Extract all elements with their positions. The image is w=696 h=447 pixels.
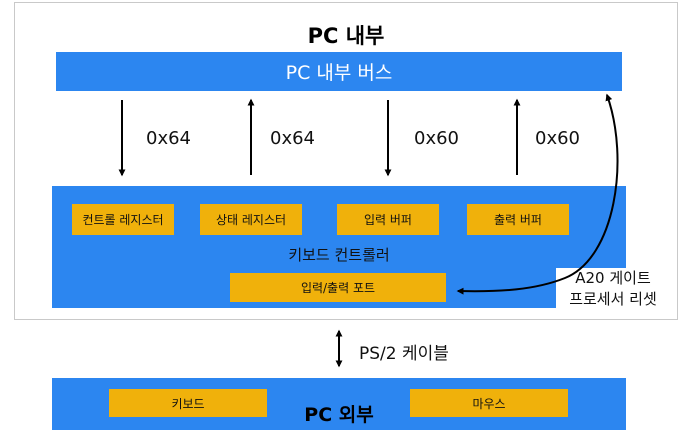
port-label-0x64-down: 0x64 bbox=[146, 128, 192, 149]
keyboard-device: 키보드 bbox=[109, 389, 267, 417]
pc-internal-bus: PC 내부 버스 bbox=[56, 52, 622, 91]
status-register-label: 상태 레지스터 bbox=[215, 213, 287, 227]
pc-internal-title: PC 내부 bbox=[307, 24, 385, 48]
control-register-label: 컨트롤 레지스터 bbox=[82, 213, 164, 227]
io-port: 입력/출력 포트 bbox=[230, 273, 446, 302]
keyboard-device-label: 키보드 bbox=[171, 396, 205, 411]
port-label-0x60-down: 0x60 bbox=[414, 128, 460, 149]
mouse-device: 마우스 bbox=[410, 389, 568, 417]
io-port-label: 입력/출력 포트 bbox=[300, 281, 376, 295]
input-buffer-label: 입력 버퍼 bbox=[364, 213, 412, 227]
keyboard-controller-label: 키보드 컨트롤러 bbox=[288, 246, 390, 264]
pc-internal-bus-label: PC 내부 버스 bbox=[285, 62, 393, 84]
pc-external-title: PC 외부 bbox=[304, 404, 374, 426]
mouse-device-label: 마우스 bbox=[472, 396, 506, 411]
port-label-0x64-up: 0x64 bbox=[270, 128, 316, 149]
control-register: 컨트롤 레지스터 bbox=[72, 204, 174, 235]
input-buffer: 입력 버퍼 bbox=[337, 204, 439, 235]
ps2-cable-label: PS/2 케이블 bbox=[359, 344, 449, 364]
status-register: 상태 레지스터 bbox=[200, 204, 302, 235]
a20-reset-arrow bbox=[456, 93, 619, 295]
